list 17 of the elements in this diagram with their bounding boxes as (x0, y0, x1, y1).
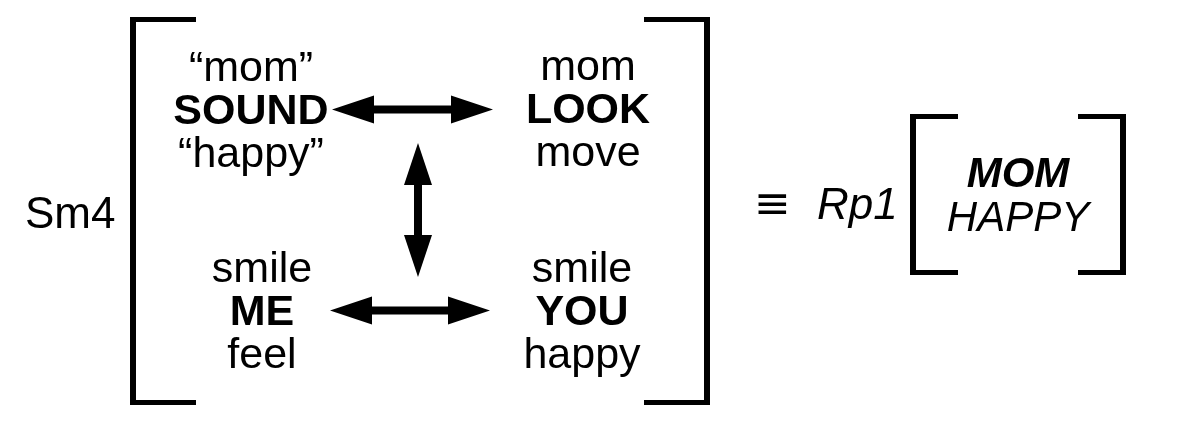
word-label: happy (523, 332, 641, 375)
word-label: smile (211, 246, 313, 289)
equivalence-symbol: ≡ (754, 181, 791, 225)
matrix-label: Sm4 (25, 191, 116, 235)
word-label: HAPPY (946, 194, 1090, 239)
word-label: feel (227, 332, 297, 375)
word-label: mom (540, 44, 636, 87)
bold-heading: YOU (535, 289, 629, 332)
bold-heading: SOUND (173, 88, 329, 131)
word-label: move (535, 130, 641, 173)
bold-heading: ME (229, 289, 295, 332)
word-label: smile (531, 246, 633, 289)
matrix-label: Rp1 (817, 182, 898, 226)
word-label: “happy” (178, 131, 324, 174)
bold-heading: LOOK (525, 87, 651, 130)
word-label: “mom” (188, 45, 314, 88)
bold-heading: MOM (966, 150, 1070, 195)
